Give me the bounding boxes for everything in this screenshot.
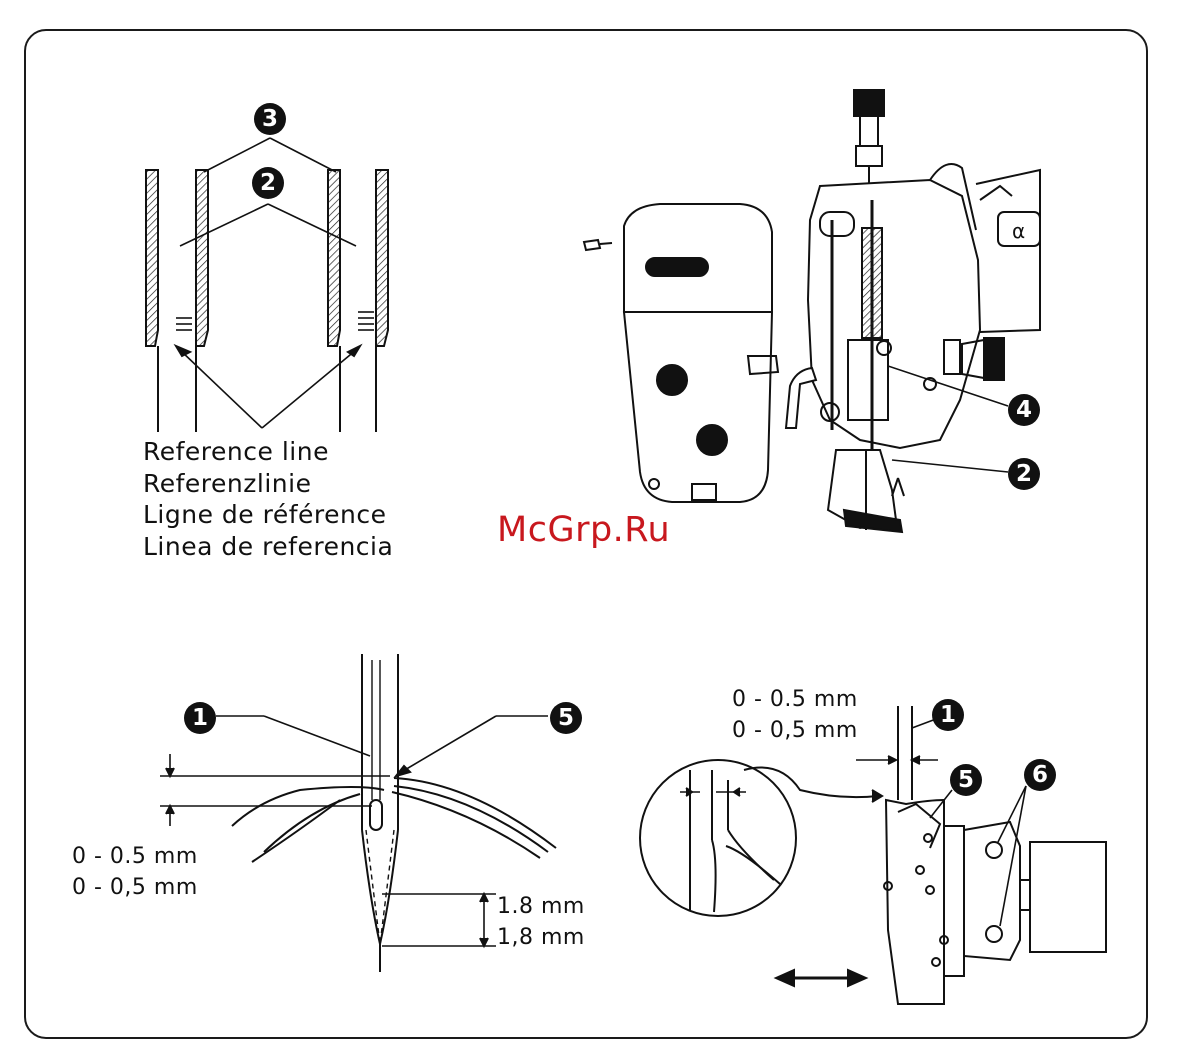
reference-line-labels: Reference line Referenzlinie Ligne de ré… (143, 436, 393, 562)
needle-height-label: 1.8 mm 1,8 mm (497, 891, 585, 953)
needle-height-comma: 1,8 mm (497, 922, 585, 953)
reference-line-en: Reference line (143, 436, 393, 468)
callout-2-top-left: 2 (252, 167, 284, 199)
callout-1-needle: 1 (184, 702, 216, 734)
reference-line-fr: Ligne de référence (143, 499, 393, 531)
hook-gap-comma: 0 - 0,5 mm (732, 715, 858, 746)
reference-line-es: Linea de referencia (143, 531, 393, 563)
needle-clearance-label: 0 - 0.5 mm 0 - 0,5 mm (72, 841, 198, 903)
hook-gap-dot: 0 - 0.5 mm (732, 684, 858, 715)
callout-6: 6 (1024, 759, 1056, 791)
callout-3: 3 (254, 103, 286, 135)
callout-1-hook: 1 (932, 699, 964, 731)
callout-5-needle: 5 (550, 702, 582, 734)
needle-clearance-dot: 0 - 0.5 mm (72, 841, 198, 872)
needle-height-dot: 1.8 mm (497, 891, 585, 922)
sewing-machine-head: α (786, 90, 1040, 532)
callout-4: 4 (1008, 394, 1040, 426)
callout-5-hook: 5 (950, 764, 982, 796)
brand-mark: α (1012, 219, 1025, 243)
watermark: McGrp.Ru (497, 510, 670, 550)
needle-clearance-comma: 0 - 0,5 mm (72, 872, 198, 903)
reference-line-de: Referenzlinie (143, 468, 393, 500)
hook-gap-label: 0 - 0.5 mm 0 - 0,5 mm (732, 684, 858, 746)
hook-needle-guard-diagram (640, 706, 1106, 1004)
face-plate-drawing (584, 204, 778, 502)
callout-2-machine: 2 (1008, 458, 1040, 490)
